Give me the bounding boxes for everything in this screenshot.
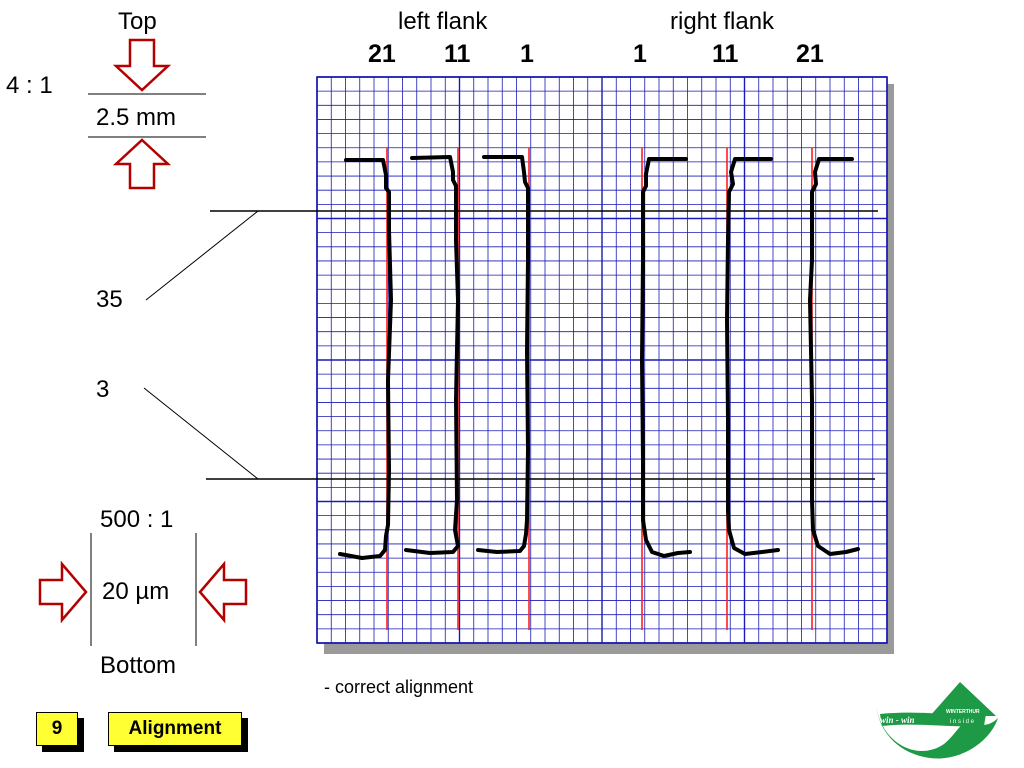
arrow-up-icon <box>112 138 172 190</box>
page-number: 9 <box>51 718 63 739</box>
top-label: Top <box>118 8 157 35</box>
right-position-21: 21 <box>796 40 824 68</box>
left-flank-label: left flank <box>398 8 488 35</box>
label-35: 35 <box>96 286 123 313</box>
right-position-1: 1 <box>633 40 647 68</box>
caption: - correct alignment <box>324 677 474 697</box>
left-position-1: 1 <box>520 40 534 68</box>
leader-line-35 <box>145 210 259 301</box>
arrow-right-icon <box>38 560 88 624</box>
flank-profiles <box>338 155 860 560</box>
label-3: 3 <box>96 376 110 403</box>
arrow-down-icon <box>112 38 172 92</box>
logo-company-text: WINTERTHUR <box>946 709 980 715</box>
section-badge: Alignment <box>108 712 242 746</box>
right-position-11: 11 <box>712 40 739 68</box>
measurement-grid <box>316 76 888 644</box>
logo-tagline-text: i n s i d e <box>950 719 975 725</box>
bottom-label: Bottom <box>100 652 177 679</box>
section-label: Alignment <box>128 718 222 739</box>
logo-swoosh-icon <box>876 706 998 759</box>
scale-top: 4 : 1 <box>6 72 53 99</box>
profile-left-1 <box>476 155 530 554</box>
logo-brand-text: win - win <box>880 715 915 725</box>
left-position-11: 11 <box>444 40 471 68</box>
profile-left-21 <box>338 158 393 560</box>
profile-right-21 <box>808 157 860 556</box>
scale-bottom: 500 : 1 <box>100 506 174 533</box>
logo-band-icon <box>880 712 986 727</box>
left-position-21: 21 <box>368 40 396 68</box>
page-number-badge: 9 <box>36 712 78 746</box>
winterthur-logo: win - win WINTERTHUR i n s i d e <box>876 682 998 759</box>
dimension-bottom: 20 µm <box>102 578 170 605</box>
dimension-top: 2.5 mm <box>96 104 177 131</box>
right-flank-label: right flank <box>670 8 775 35</box>
grid-border <box>316 76 888 644</box>
profile-left-11 <box>404 155 460 555</box>
profile-right-11 <box>725 157 780 556</box>
leader-line-3 <box>143 387 259 480</box>
arrow-left-icon <box>198 560 248 624</box>
logo-triangle-icon <box>930 682 996 716</box>
profile-right-1 <box>640 157 692 558</box>
